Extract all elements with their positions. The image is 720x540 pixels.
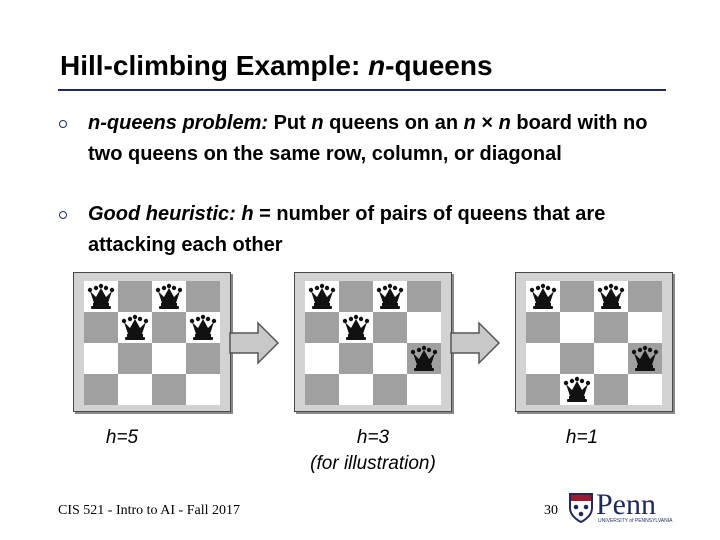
bullet-text-run: n: [88, 112, 101, 134]
title-divider: [58, 89, 666, 91]
bullet-text: n-queens problem: Put n queens on an n ×…: [88, 112, 648, 165]
board-square: [152, 343, 186, 374]
bullet-text-run: n: [311, 112, 324, 134]
board-square: [305, 312, 339, 343]
bullet-dot-icon: [59, 211, 67, 219]
bullet-text-run: n: [463, 112, 476, 134]
board-square: [594, 343, 628, 374]
bullet-text-run: Good heuristic:: [88, 203, 236, 225]
board-square: [526, 343, 560, 374]
queen-icon: [526, 281, 560, 312]
bullet-text-run: queens on an: [323, 112, 464, 134]
board-square: [186, 374, 220, 405]
queen-icon: [560, 374, 594, 405]
board-square: [339, 374, 373, 405]
queen-icon: [186, 312, 220, 343]
queen-icon: [339, 312, 373, 343]
page-number: 30: [544, 503, 558, 518]
bullet-item-problem: n-queens problem: Put n queens on an n ×…: [59, 108, 648, 170]
queen-icon: [84, 281, 118, 312]
board-square: [118, 281, 152, 312]
queen-icon: [407, 343, 441, 374]
title-italic: n: [368, 50, 386, 81]
board-square: [373, 374, 407, 405]
bullet-item-heuristic: Good heuristic: h = number of pairs of q…: [59, 199, 648, 261]
bullet-text-run: Put: [268, 112, 312, 134]
bullet-text-run: board with no two queens on the same row…: [88, 112, 648, 165]
board-square: [84, 374, 118, 405]
chessboard-h5: [73, 272, 231, 412]
board-square: [339, 343, 373, 374]
bullet-dot-icon: [59, 120, 67, 128]
queen-icon: [628, 343, 662, 374]
board-square: [560, 343, 594, 374]
board-square: [118, 343, 152, 374]
bullet-text-run: = number of pairs of queens that are att…: [88, 203, 606, 256]
chessboard-h1: [515, 272, 673, 412]
heuristic-label-2: h=3: [356, 427, 390, 448]
board-square: [560, 312, 594, 343]
board-square: [373, 343, 407, 374]
board-square: [526, 312, 560, 343]
title-prefix: Hill-climbing Example:: [60, 50, 369, 81]
queen-icon: [594, 281, 628, 312]
queen-icon: [118, 312, 152, 343]
board-square: [186, 343, 220, 374]
logo-wordmark: Penn: [596, 488, 656, 521]
board-square: [152, 312, 186, 343]
board-square: [305, 374, 339, 405]
board-square: [628, 374, 662, 405]
board-square: [594, 312, 628, 343]
board-square: [152, 374, 186, 405]
bullet-text-run: n: [498, 112, 511, 134]
footer-course: CIS 521 - Intro to AI - Fall 2017: [58, 503, 240, 518]
board-square: [186, 281, 220, 312]
queen-icon: [305, 281, 339, 312]
right-arrow-icon: [450, 321, 501, 365]
board-square: [339, 281, 373, 312]
board-square: [84, 343, 118, 374]
penn-shield-icon: [569, 493, 593, 524]
heuristic-label-3: h=1: [565, 427, 599, 448]
slide-title: Hill-climbing Example: n-queens: [60, 50, 493, 82]
board-square: [560, 281, 594, 312]
heuristic-sublabel-2: (for illustration): [310, 453, 436, 474]
board-square: [628, 281, 662, 312]
queen-icon: [373, 281, 407, 312]
board-square: [407, 374, 441, 405]
queen-icon: [152, 281, 186, 312]
bullet-text-run: ×: [475, 112, 499, 134]
heuristic-label-1: h=5: [105, 427, 139, 448]
board-square: [407, 312, 441, 343]
bullet-text-run: h: [241, 203, 254, 225]
chessboard-h3: [294, 272, 452, 412]
board-square: [305, 343, 339, 374]
logo-subtext: UNIVERSITY of PENNSYLVANIA: [598, 518, 673, 524]
board-square: [373, 312, 407, 343]
board-square: [526, 374, 560, 405]
board-square: [407, 281, 441, 312]
right-arrow-icon: [229, 321, 280, 365]
board-square: [84, 312, 118, 343]
board-square: [118, 374, 152, 405]
penn-logo: Penn UNIVERSITY of PENNSYLVANIA: [568, 488, 672, 526]
bullet-text: Good heuristic: h = number of pairs of q…: [88, 203, 605, 256]
board-square: [594, 374, 628, 405]
board-square: [628, 312, 662, 343]
title-suffix: -queens: [385, 50, 493, 81]
bullet-text-run: -queens problem:: [100, 112, 269, 134]
